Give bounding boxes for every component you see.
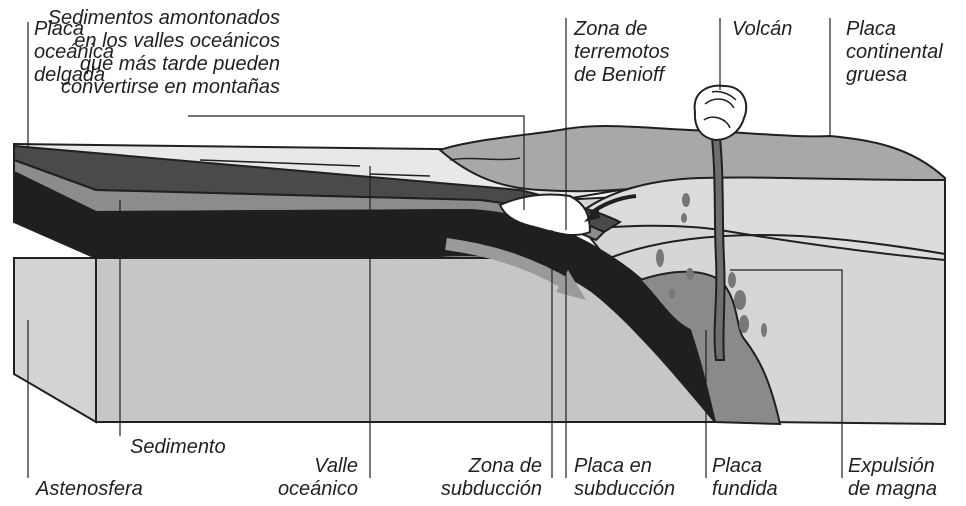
label-line: Placa en [574,455,652,477]
label-line: terremotos [574,41,670,63]
label-subducting-plate: Placa en subducción [574,455,675,501]
seafloor-detail [199,157,521,177]
label-line: de Benioff [574,64,665,86]
label-line: Zona de [574,18,648,40]
label-subduction-zone: Zona de subducción [441,455,542,501]
label-line: que más tarde pueden [79,53,280,75]
melted-plate-region [638,270,782,426]
label-line: subducción [574,478,676,500]
label-line: subducción [440,478,542,500]
label-line: convertirse en montañas [60,76,280,98]
label-line: oceánica [34,41,115,63]
label-melted-plate: Placa fundida [712,455,778,501]
label-line: Sedimentos amontonados [47,7,280,29]
subduction-arrow-head [556,270,586,300]
label-line: Sedimento [130,436,226,458]
asthenosphere-front-face [13,257,97,424]
leader-piled-sediments [188,115,525,210]
label-line: Expulsión [848,455,935,477]
magma-blobs [656,193,767,337]
continental-layer-line [599,234,946,263]
label-line: delgada [34,64,106,86]
label-line: en los valles oceánicos [74,30,280,52]
label-line: Zona de [468,455,542,477]
label-asthenosphere: Astenosfera [36,478,143,501]
label-line: de magna [848,478,937,500]
label-piled-sediments: Sedimentos amontonados en los valles oce… [48,7,280,99]
label-line: Placa [712,455,763,477]
piled-sediment-area [498,193,592,236]
label-line: continental [846,41,943,63]
label-thin-oceanic-plate: Placa oceánica delgada [34,18,114,87]
label-thick-continental-plate: Placa continental gruesa [846,18,943,87]
label-benioff-zone: Zona de terremotos de Benioff [574,18,670,87]
label-volcano: Volcán [732,18,792,41]
leader-lines [27,18,843,478]
label-line: Volcán [732,18,793,40]
leader-magma-ejection [730,269,843,478]
label-ocean-valley: Valle oceánico [278,455,358,501]
label-sediment: Sedimento [130,436,226,459]
label-line: gruesa [846,64,908,86]
plume-swirl [703,90,737,129]
label-line: Valle [314,455,358,477]
magma-conduit [710,137,726,361]
label-line: Placa [34,18,85,40]
label-line: Astenosfera [36,478,143,500]
label-magma-ejection: Expulsión de magna [848,455,937,501]
mantle-flow-arrow-head [584,206,600,222]
volcano-plume [693,84,748,142]
mantle-flow-arrow [588,194,637,216]
label-line: fundida [712,478,778,500]
label-line: Placa [846,18,897,40]
subduction-arrow [445,238,574,292]
label-line: oceánico [277,478,358,500]
